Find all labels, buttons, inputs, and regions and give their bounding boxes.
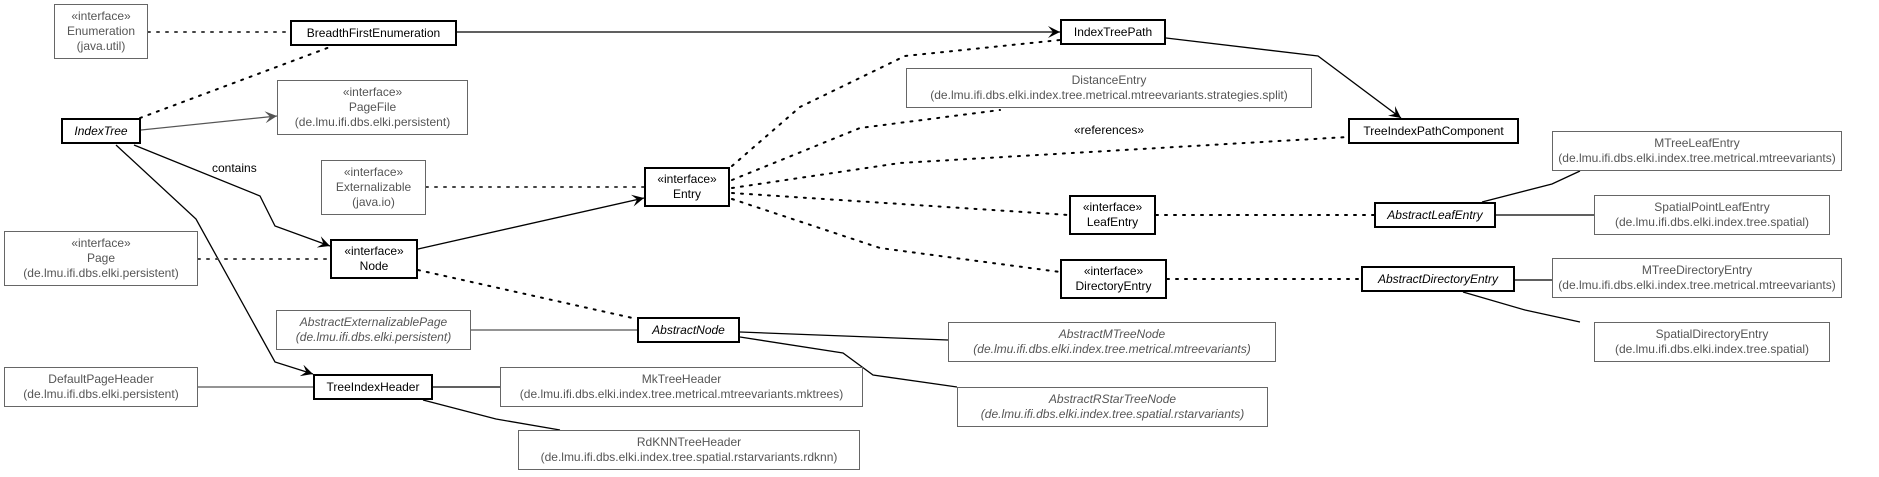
class-name: DirectoryEntry: [1075, 279, 1152, 293]
class-name: AbstractMTreeNode: [1058, 327, 1166, 341]
class-node-indextree[interactable]: IndexTree: [61, 118, 141, 144]
edge-indextree-to-breadthfirstenumeration: [139, 46, 331, 119]
edge-node-to-entry: [417, 194, 645, 250]
package-label: (de.lmu.ifi.dbs.elki.index.tree.metrical…: [1558, 151, 1836, 165]
stereotype-label: «interface»: [342, 85, 403, 99]
edge-entry-to-leafentry: [731, 192, 1070, 216]
edge-entry-to-distanceentry: [731, 109, 1001, 181]
class-name: AbstractLeafEntry: [1387, 207, 1483, 222]
class-name: Entry: [672, 187, 701, 201]
class-node-rdknntreeheader[interactable]: RdKNNTreeHeader(de.lmu.ifi.dbs.elki.inde…: [518, 430, 860, 470]
class-name: AbstractDirectoryEntry: [1377, 271, 1499, 286]
package-label: (de.lmu.ifi.dbs.elki.persistent): [295, 330, 452, 344]
edge-label-contains: contains: [212, 161, 257, 175]
edge-abstractdirectoryentry-to-spatialdirectoryentry: [1462, 291, 1581, 323]
stereotype-label: «interface»: [1083, 264, 1144, 278]
class-node-abstractrstartreenode[interactable]: AbstractRStarTreeNode(de.lmu.ifi.dbs.elk…: [957, 387, 1268, 427]
edge-entry-to-indextreepath: [731, 39, 1061, 167]
edge-node-to-abstractnode: [417, 269, 638, 320]
package-label: (de.lmu.ifi.dbs.elki.persistent): [294, 115, 451, 129]
class-node-externalizable[interactable]: «interface»Externalizable(java.io): [321, 160, 426, 215]
class-node-mtreedirectoryentry[interactable]: MTreeDirectoryEntry(de.lmu.ifi.dbs.elki.…: [1552, 258, 1842, 298]
class-node-enumeration[interactable]: «interface»Enumeration(java.util): [54, 4, 148, 59]
class-node-mtreeleafentry[interactable]: MTreeLeafEntry(de.lmu.ifi.dbs.elki.index…: [1552, 131, 1842, 171]
edge-indextree-to-treeindexheader: [115, 144, 314, 377]
class-node-leafentry[interactable]: «interface»LeafEntry: [1069, 195, 1156, 235]
edge-label-references: «references»: [1074, 123, 1145, 137]
edge-indextree-to-pagefile: [140, 111, 278, 131]
class-node-abstractdirectoryentry[interactable]: AbstractDirectoryEntry: [1361, 266, 1515, 292]
class-node-mktreeheader[interactable]: MkTreeHeader(de.lmu.ifi.dbs.elki.index.t…: [500, 367, 863, 407]
package-label: (de.lmu.ifi.dbs.elki.index.tree.spatial.…: [980, 407, 1245, 421]
class-node-page[interactable]: «interface»Page(de.lmu.ifi.dbs.elki.pers…: [4, 231, 198, 286]
class-name: RdKNNTreeHeader: [636, 435, 742, 449]
package-label: (de.lmu.ifi.dbs.elki.persistent): [23, 387, 179, 401]
class-node-spatialpointleafentry[interactable]: SpatialPointLeafEntry(de.lmu.ifi.dbs.elk…: [1594, 195, 1830, 235]
package-label: (de.lmu.ifi.dbs.elki.index.tree.metrical…: [973, 342, 1251, 356]
stereotype-label: «interface»: [71, 9, 131, 23]
package-label: (de.lmu.ifi.dbs.elki.index.tree.spatial): [1614, 342, 1810, 356]
stereotype-label: «interface»: [344, 244, 404, 258]
class-name: SpatialPointLeafEntry: [1654, 200, 1770, 214]
class-node-distanceentry[interactable]: DistanceEntry(de.lmu.ifi.dbs.elki.index.…: [906, 68, 1312, 108]
package-label: (de.lmu.ifi.dbs.elki.persistent): [23, 266, 179, 280]
class-name: PageFile: [348, 100, 397, 114]
class-node-treeindexpathcomponent[interactable]: TreeIndexPathComponent: [1348, 118, 1519, 144]
class-name: AbstractNode: [652, 322, 725, 337]
package-label: (de.lmu.ifi.dbs.elki.index.tree.metrical…: [1558, 278, 1836, 292]
class-name: TreeIndexHeader: [326, 379, 420, 394]
package-label: (java.util): [76, 39, 126, 53]
class-name: DistanceEntry: [1071, 73, 1147, 87]
stereotype-label: «interface»: [1082, 200, 1143, 214]
class-name: DefaultPageHeader: [48, 372, 154, 386]
class-name: MTreeDirectoryEntry: [1641, 263, 1753, 277]
package-label: (de.lmu.ifi.dbs.elki.index.tree.spatial.…: [540, 450, 838, 464]
class-name: Externalizable: [335, 180, 412, 194]
stereotype-label: «interface»: [657, 172, 717, 186]
class-node-indextreepath[interactable]: IndexTreePath: [1060, 19, 1166, 45]
package-label: (de.lmu.ifi.dbs.elki.index.tree.metrical…: [930, 88, 1288, 102]
edge-abstractnode-to-abstractrstartreenode: [739, 336, 958, 388]
stereotype-label: «interface»: [343, 165, 404, 179]
edge-entry-to-directoryentry: [731, 198, 1061, 273]
class-node-abstractmtreenode[interactable]: AbstractMTreeNode(de.lmu.ifi.dbs.elki.in…: [948, 322, 1276, 362]
class-name: AbstractExternalizablePage: [299, 315, 448, 329]
class-name: IndexTree: [74, 123, 128, 138]
class-name: MkTreeHeader: [641, 372, 722, 386]
edge-indextree-to-node: [133, 144, 331, 248]
class-node-treeindexheader[interactable]: TreeIndexHeader: [313, 374, 433, 400]
edge-treeindexheader-to-rdknntreeheader: [422, 399, 561, 431]
class-name: AbstractRStarTreeNode: [1048, 392, 1177, 406]
class-node-pagefile[interactable]: «interface»PageFile(de.lmu.ifi.dbs.elki.…: [277, 80, 468, 135]
class-name: Enumeration: [66, 24, 136, 38]
package-label: (de.lmu.ifi.dbs.elki.index.tree.metrical…: [519, 387, 844, 401]
class-node-abstractleafentry[interactable]: AbstractLeafEntry: [1374, 202, 1496, 228]
class-node-entry[interactable]: «interface»Entry: [644, 167, 730, 207]
class-node-spatialdirectoryentry[interactable]: SpatialDirectoryEntry(de.lmu.ifi.dbs.elk…: [1594, 322, 1830, 362]
class-name: IndexTreePath: [1073, 24, 1153, 39]
class-name: LeafEntry: [1086, 215, 1139, 229]
class-node-node[interactable]: «interface»Node: [330, 239, 418, 279]
package-label: (de.lmu.ifi.dbs.elki.index.tree.spatial): [1614, 215, 1810, 229]
class-name: TreeIndexPathComponent: [1363, 123, 1504, 138]
edge-abstractnode-to-abstractmtreenode: [739, 331, 949, 341]
class-name: Node: [359, 259, 389, 273]
stereotype-label: «interface»: [71, 236, 131, 250]
edges-layer: [115, 26, 1594, 431]
class-node-defaultpageheader[interactable]: DefaultPageHeader(de.lmu.ifi.dbs.elki.pe…: [4, 367, 198, 407]
class-name: Page: [86, 251, 116, 265]
class-name: MTreeLeafEntry: [1654, 136, 1740, 150]
package-label: (java.io): [352, 195, 395, 209]
class-node-breadthfirstenumeration[interactable]: BreadthFirstEnumeration: [290, 20, 457, 46]
class-name: SpatialDirectoryEntry: [1655, 327, 1769, 341]
edge-entry-to-treeindexpathcomponent: [731, 136, 1349, 189]
class-node-abstractnode[interactable]: AbstractNode: [637, 317, 740, 343]
edge-indextreepath-to-treeindexpathcomponent: [1165, 37, 1402, 119]
edge-abstractleafentry-to-mtreeleafentry: [1481, 170, 1581, 203]
class-name: BreadthFirstEnumeration: [306, 25, 441, 40]
class-node-directoryentry[interactable]: «interface»DirectoryEntry: [1060, 259, 1167, 299]
class-node-abstractexternalizablepage[interactable]: AbstractExternalizablePage(de.lmu.ifi.db…: [276, 310, 471, 350]
